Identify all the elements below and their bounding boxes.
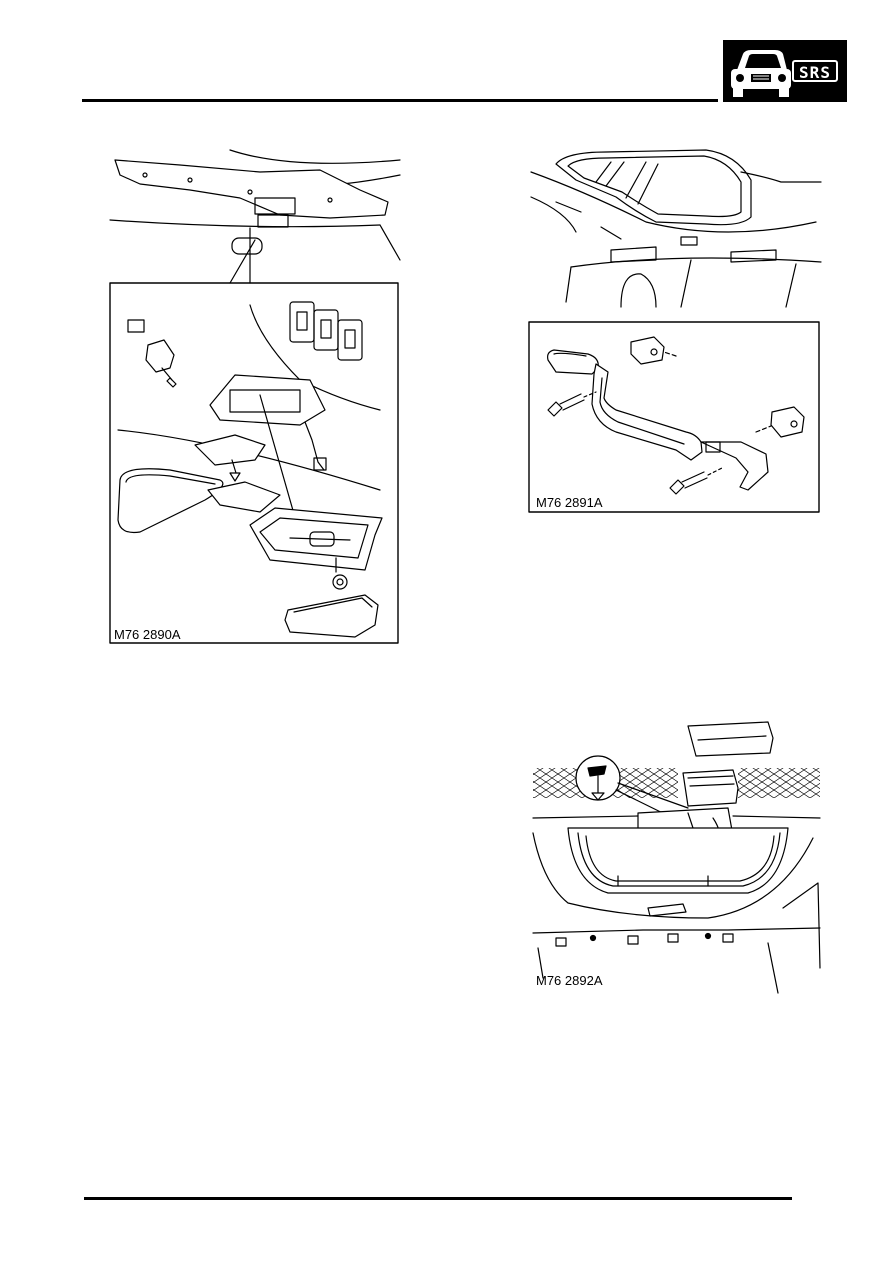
header-rule (82, 99, 718, 102)
figure-grab-handle (526, 142, 824, 514)
grab-handle-illustration (528, 149, 822, 513)
figure-sunroof-fixing (528, 718, 824, 994)
roof-console-illustration (109, 149, 401, 644)
figure-caption-1: M76 2890A (114, 627, 181, 642)
footer-rule (84, 1197, 792, 1200)
srs-badge: SRS (723, 40, 847, 102)
figure-caption-2: M76 2891A (536, 495, 603, 510)
srs-label: SRS (792, 60, 838, 82)
figure-caption-3: M76 2892A (536, 973, 603, 988)
car-front-icon (731, 50, 791, 97)
sunroof-fixing-illustration (532, 721, 821, 994)
figure-roof-console (100, 140, 410, 660)
